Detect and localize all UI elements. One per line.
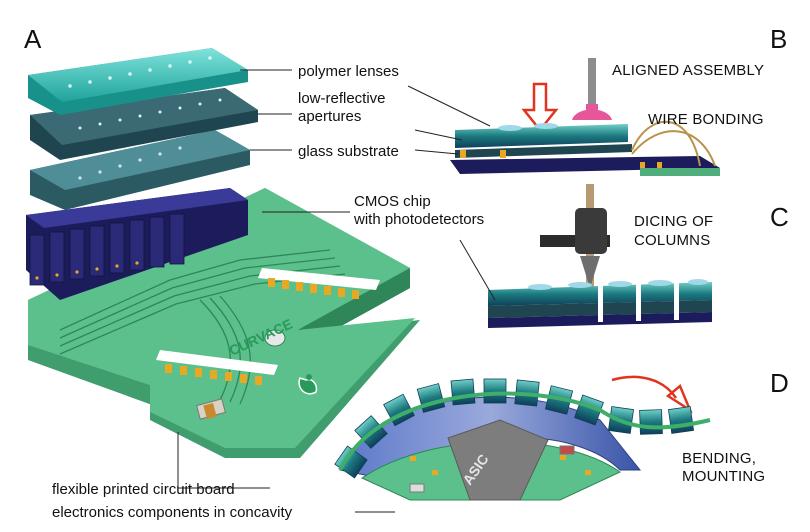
label-low-reflective-2: apertures <box>298 108 361 125</box>
downward-arrow-icon <box>521 82 559 133</box>
step-dicing-1: DICING OF <box>634 213 713 230</box>
step-aligned-assembly: ALIGNED ASSEMBLY <box>612 62 764 79</box>
wire-bond-illustration <box>631 120 701 167</box>
label-polymer-lenses: polymer lenses <box>298 63 399 80</box>
flexible-pcb-illustration <box>28 188 420 458</box>
aperture-layer-illustration <box>30 88 258 160</box>
panel-letter-a: A <box>24 24 42 54</box>
step-dicing-2: COLUMNS <box>634 232 710 249</box>
label-cmos-2: with photodetectors <box>353 211 484 228</box>
curvace-logo-icon <box>298 374 318 395</box>
panel-d-bending <box>334 375 711 501</box>
glass-substrate-illustration <box>30 130 250 210</box>
step-wire-bonding: WIRE BONDING <box>648 111 764 128</box>
panel-letter-d: D <box>770 368 789 398</box>
panel-a-exploded-view <box>26 48 420 458</box>
component-labels: polymer lenses low-reflective apertures … <box>52 63 484 521</box>
panel-b-aligned-assembly <box>407 58 720 176</box>
label-flexible-pcb: flexible printed circuit board <box>52 481 235 498</box>
panel-letter-c: C <box>770 202 789 232</box>
label-low-reflective-1: low-reflective <box>298 90 386 107</box>
bend-arrow-icon <box>611 375 678 399</box>
cmos-chip-illustration <box>26 188 248 300</box>
step-bending-1: BENDING, <box>682 450 756 467</box>
label-glass-substrate: glass substrate <box>298 143 399 160</box>
panel-c-dicing <box>459 184 712 328</box>
panel-letters: A B C D <box>24 24 789 398</box>
panel-letter-b: B <box>770 24 787 54</box>
polymer-lens-layer-illustration <box>28 48 248 115</box>
label-electronics: electronics components in concavity <box>52 504 293 521</box>
step-bending-2: MOUNTING <box>682 468 765 485</box>
leader-lines-a <box>177 69 395 513</box>
step-labels: ALIGNED ASSEMBLY WIRE BONDING DICING OF … <box>612 62 765 485</box>
label-cmos-1: CMOS chip <box>354 193 431 210</box>
